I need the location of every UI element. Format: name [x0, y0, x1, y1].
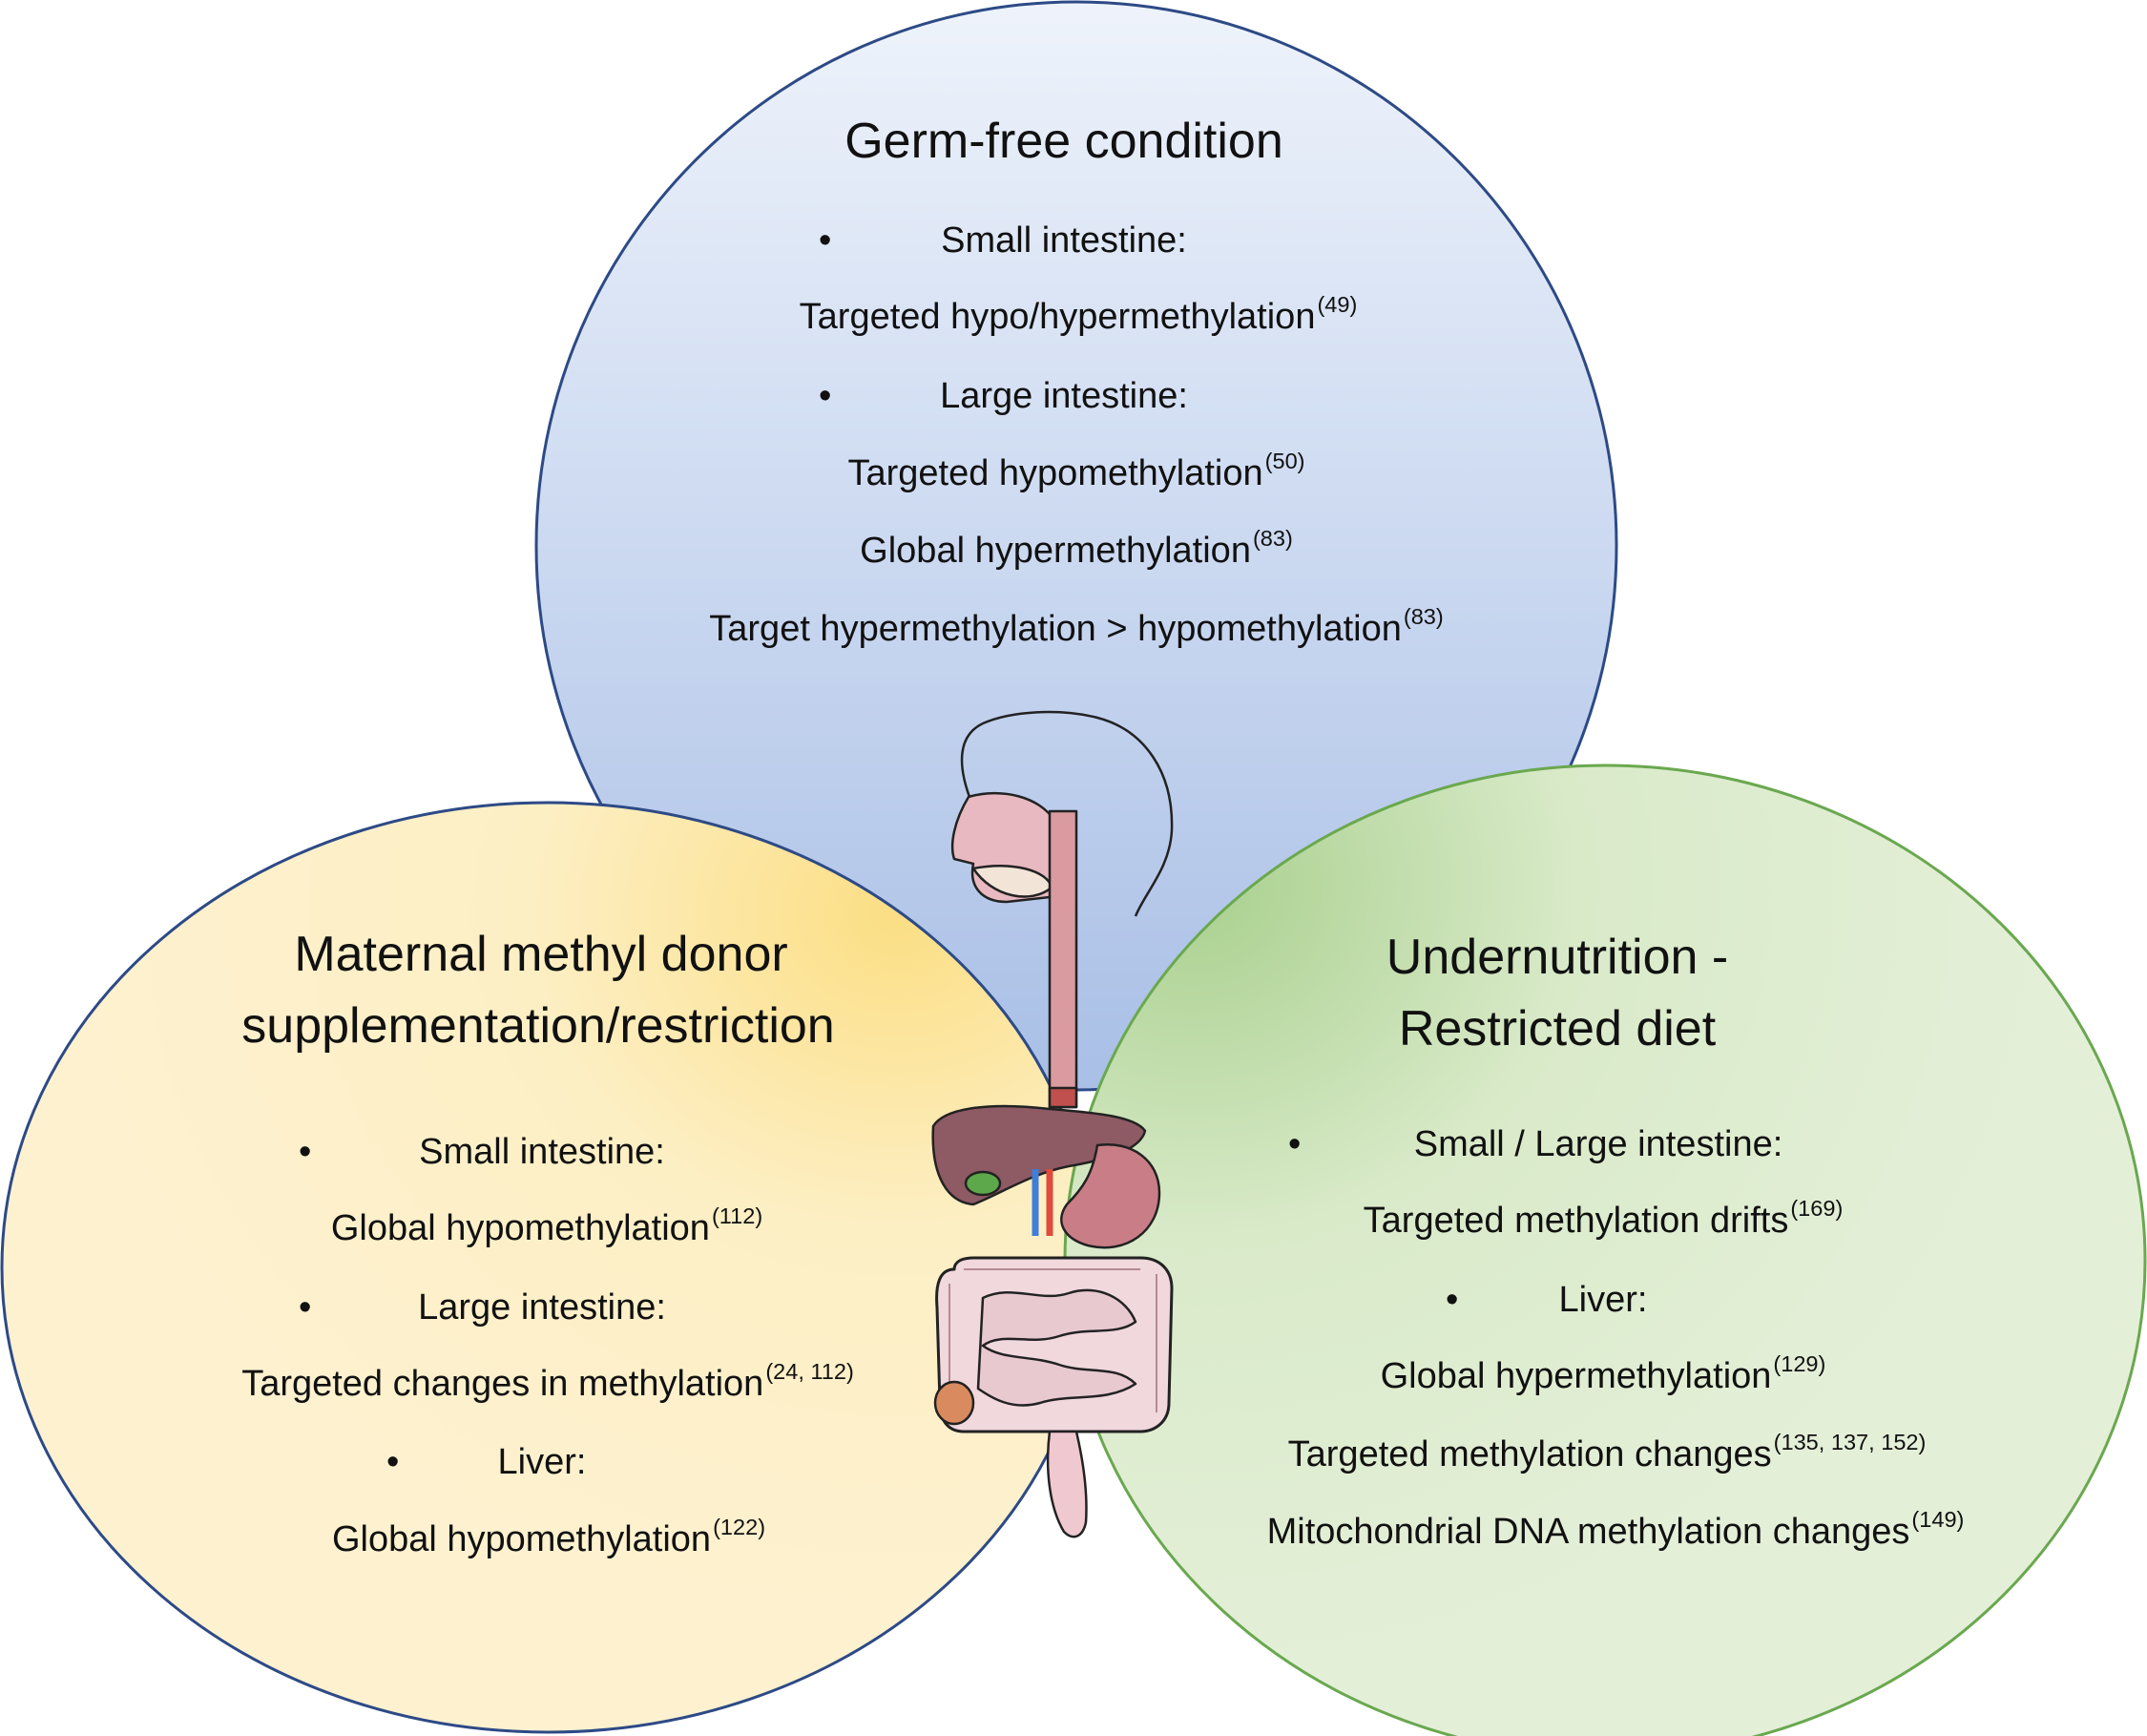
- right-item-targeted-drifts: Targeted methylation drifts(169): [1363, 1196, 1844, 1241]
- esophagus: [1048, 809, 1078, 1109]
- cecum: [933, 1380, 975, 1426]
- gallbladder: [964, 1170, 1002, 1197]
- left-title-line2: supplementation/restriction: [241, 998, 835, 1054]
- right-title-line2: Restricted diet: [1398, 1001, 1717, 1056]
- left-item-liver: Liver:: [497, 1442, 587, 1482]
- top-title: Germ-free condition: [844, 114, 1283, 169]
- rectum: [1046, 1430, 1088, 1538]
- top-item-target-hyper-gt-hypo: Target hypermethylation > hypomethylatio…: [709, 604, 1444, 649]
- left-item-targeted-changes: Targeted changes in methylation(24, 112): [241, 1359, 854, 1404]
- right-title-line1: Undernutrition -: [1386, 930, 1729, 985]
- bullet-dot: •: [1288, 1124, 1302, 1164]
- left-item-global-hypomethylation: Global hypomethylation(112): [330, 1203, 763, 1248]
- right-item-global-hypermethylation: Global hypermethylation(129): [1380, 1351, 1826, 1396]
- bullet-dot: •: [819, 220, 832, 261]
- right-item-small-large-intestine: Small / Large intestine:: [1413, 1124, 1783, 1164]
- left-item-small-intestine: Small intestine:: [419, 1132, 665, 1172]
- top-item-small-intestine: Small intestine:: [941, 220, 1187, 261]
- right-item-mitochondrial: Mitochondrial DNA methylation changes(14…: [1266, 1507, 1965, 1552]
- left-title-line1: Maternal methyl donor: [294, 927, 788, 982]
- top-item-large-intestine: Large intestine:: [940, 376, 1188, 416]
- bullet-dot: •: [299, 1287, 312, 1328]
- bullet-dot: •: [1446, 1280, 1459, 1320]
- human-digestive-system-icon: [931, 710, 1174, 1538]
- head-outline: [960, 710, 1174, 917]
- top-item-targeted-hypomethylation: Targeted hypomethylation(50): [847, 449, 1305, 493]
- left-item-large-intestine: Large intestine:: [418, 1287, 666, 1328]
- left-item-global-hypomethylation-liver: Global hypomethylation(122): [331, 1515, 766, 1559]
- bullet-dot: •: [819, 376, 832, 416]
- right-circle: [1063, 763, 2147, 1736]
- esophagus-sphincter: [1048, 1086, 1078, 1109]
- right-item-liver: Liver:: [1558, 1280, 1648, 1320]
- top-item-global-hypermethylation: Global hypermethylation(83): [860, 526, 1293, 571]
- stomach: [1060, 1143, 1161, 1249]
- small-intestine: [976, 1288, 1137, 1407]
- right-item-targeted-methylation-changes: Targeted methylation changes(135, 137, 1…: [1287, 1430, 1927, 1475]
- bullet-dot: •: [386, 1442, 400, 1482]
- bullet-dot: •: [299, 1132, 312, 1172]
- top-item-targeted-hypo-hyper: Targeted hypo/hypermethylation(49): [799, 292, 1358, 337]
